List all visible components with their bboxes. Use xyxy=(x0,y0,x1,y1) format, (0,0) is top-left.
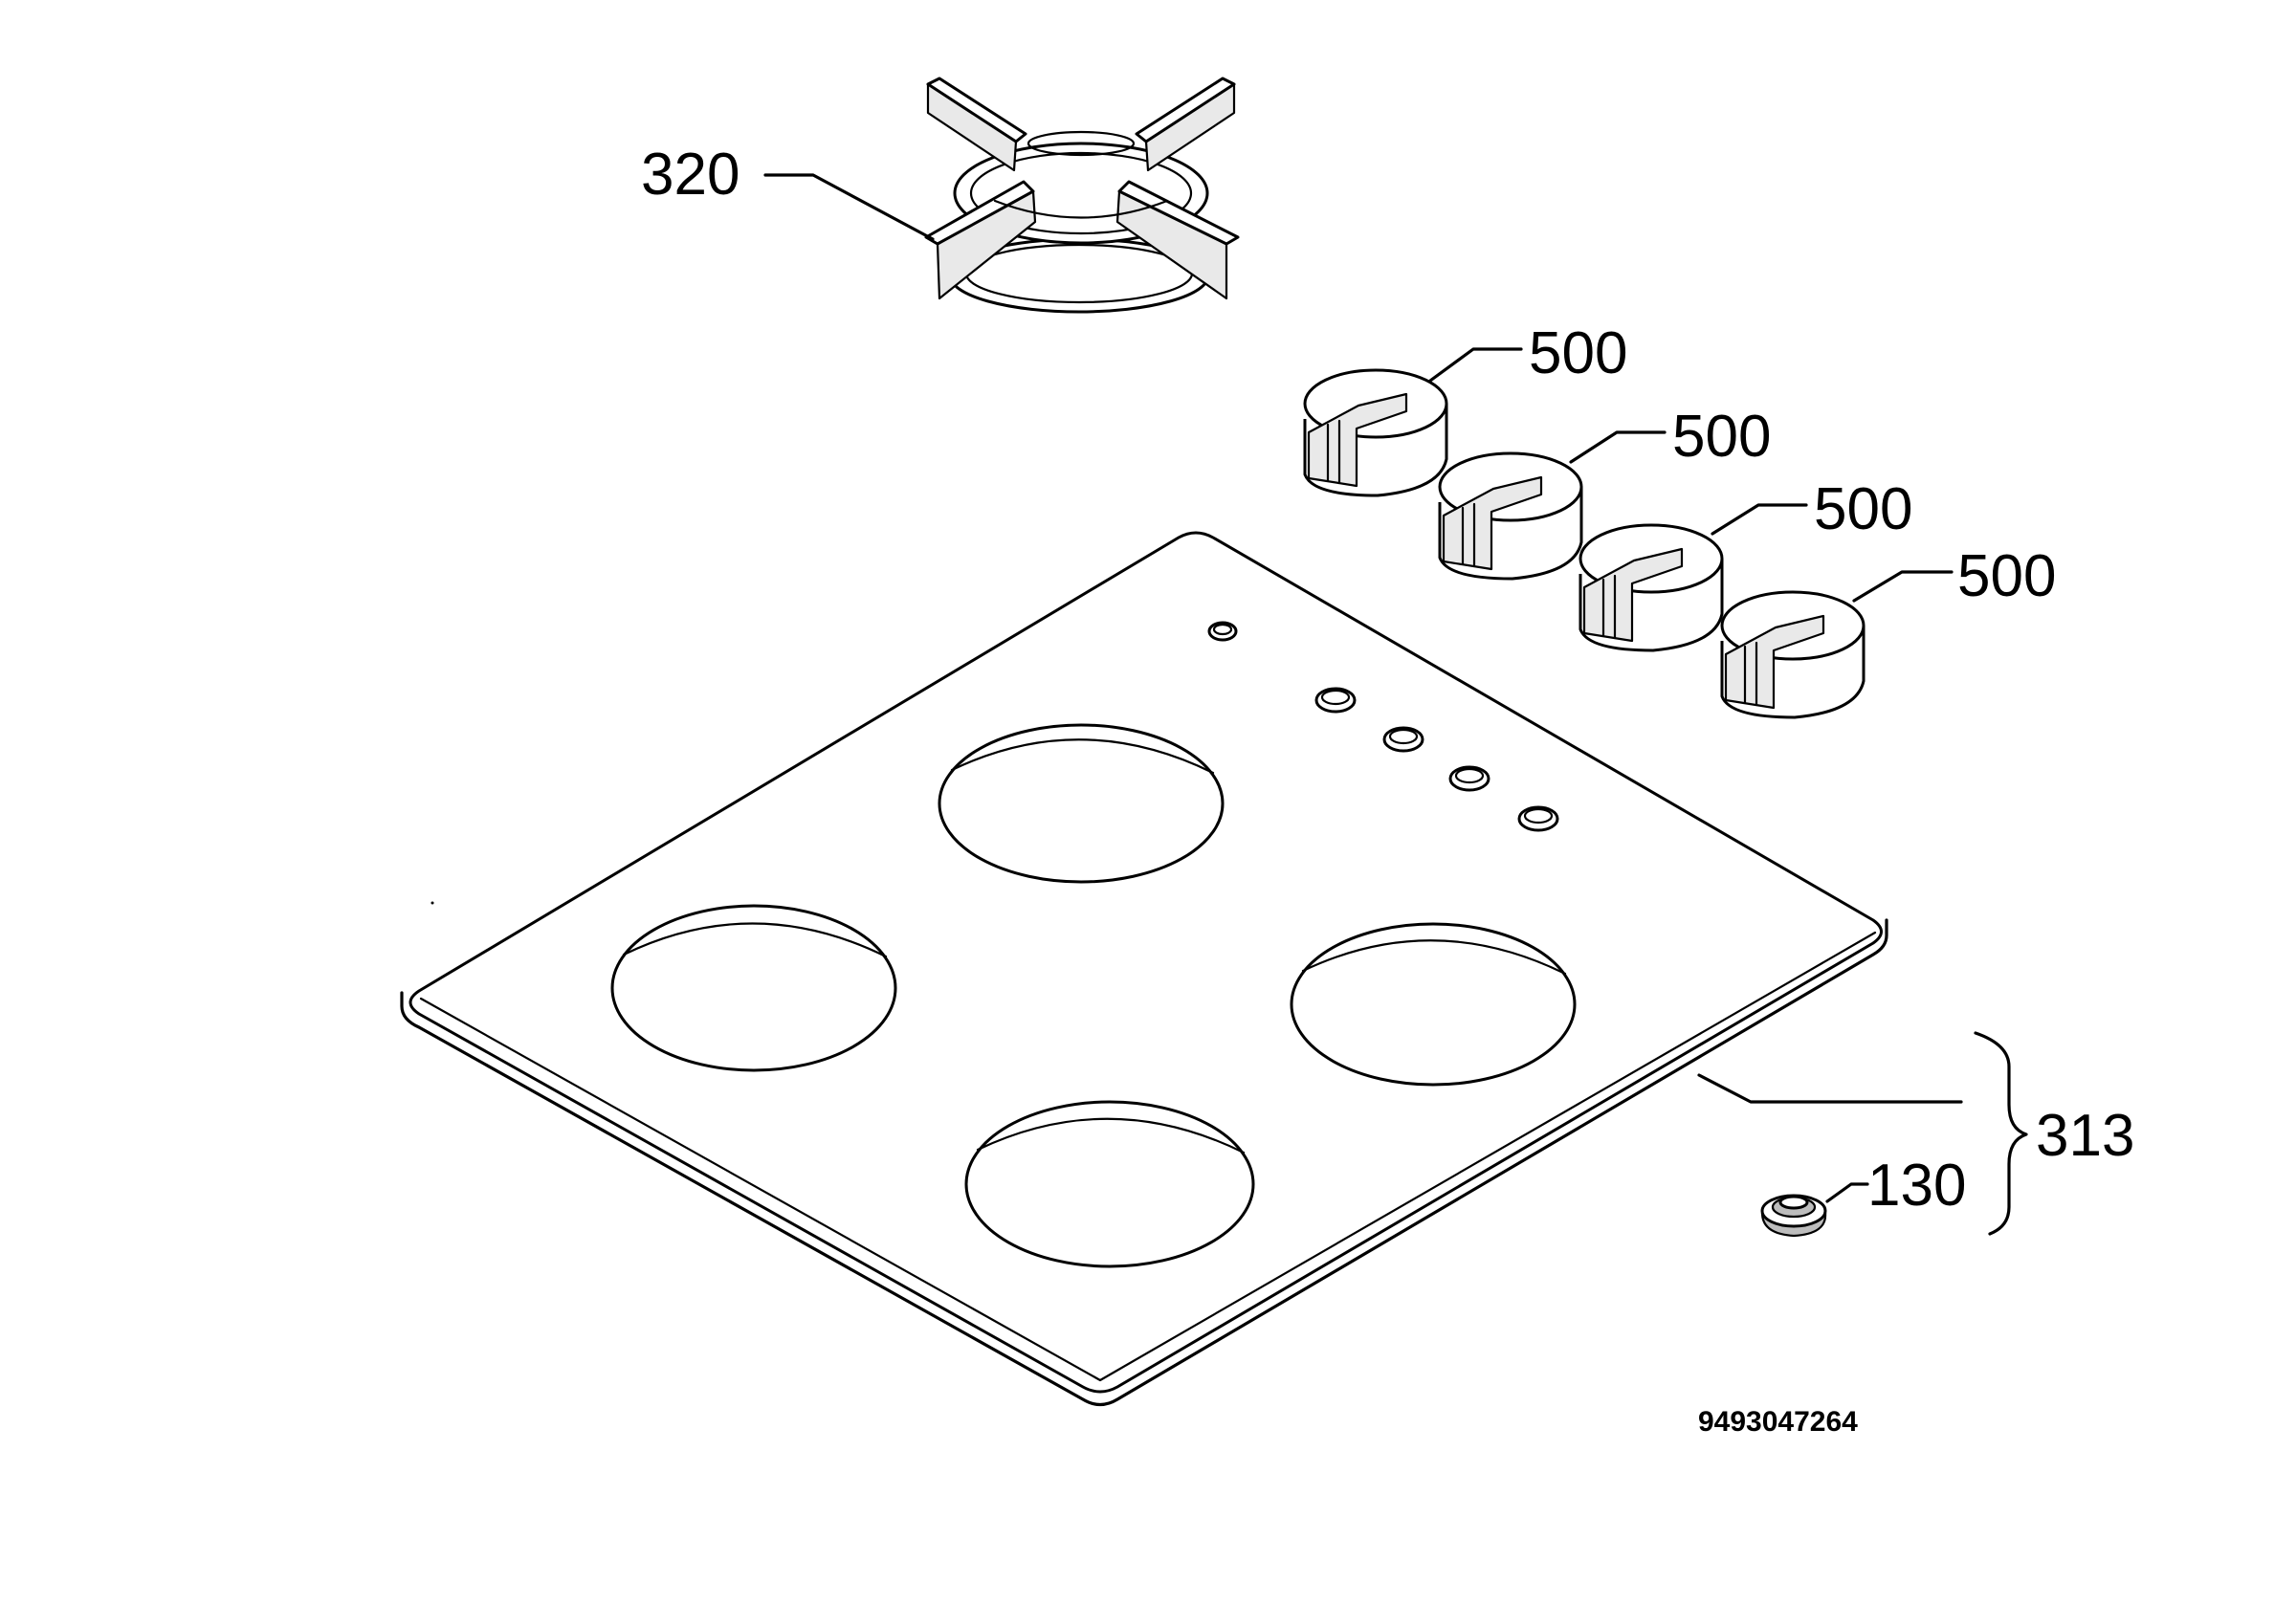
burner-opening-left xyxy=(610,904,897,1072)
callout-130: 130 xyxy=(1825,1153,1966,1219)
callout-313: 313 xyxy=(1697,1031,2134,1236)
ignition-hole xyxy=(1207,621,1238,642)
callout-500-1: 500 xyxy=(1428,320,1627,386)
callout-500-3: 500 xyxy=(1711,476,1912,542)
knob-2 xyxy=(1438,451,1583,581)
callout-313-label: 313 xyxy=(2036,1103,2134,1169)
knob-4 xyxy=(1720,590,1866,719)
callout-500-label-4: 500 xyxy=(1957,543,2056,609)
callout-500-label-2: 500 xyxy=(1672,404,1771,470)
callout-500-4: 500 xyxy=(1852,543,2056,609)
burner-opening-back xyxy=(938,723,1225,884)
knob-spindle-holes xyxy=(1314,687,1559,832)
callout-500-label-1: 500 xyxy=(1529,320,1627,386)
callout-500-2: 500 xyxy=(1569,404,1771,470)
callout-320: 320 xyxy=(641,142,935,241)
callout-320-label: 320 xyxy=(641,142,740,208)
knob-3 xyxy=(1578,523,1724,652)
burner-cap-drawing xyxy=(1760,1194,1827,1238)
hob-top-plate xyxy=(400,531,1888,1407)
callout-500-label-3: 500 xyxy=(1814,476,1912,542)
knob-1 xyxy=(1303,368,1448,497)
drawing-number: 9493047264 xyxy=(1698,1406,1858,1438)
pan-support-drawing xyxy=(924,77,1240,314)
burner-opening-front xyxy=(964,1100,1255,1268)
burner-opening-right xyxy=(1290,922,1577,1087)
callout-130-label: 130 xyxy=(1867,1153,1966,1219)
